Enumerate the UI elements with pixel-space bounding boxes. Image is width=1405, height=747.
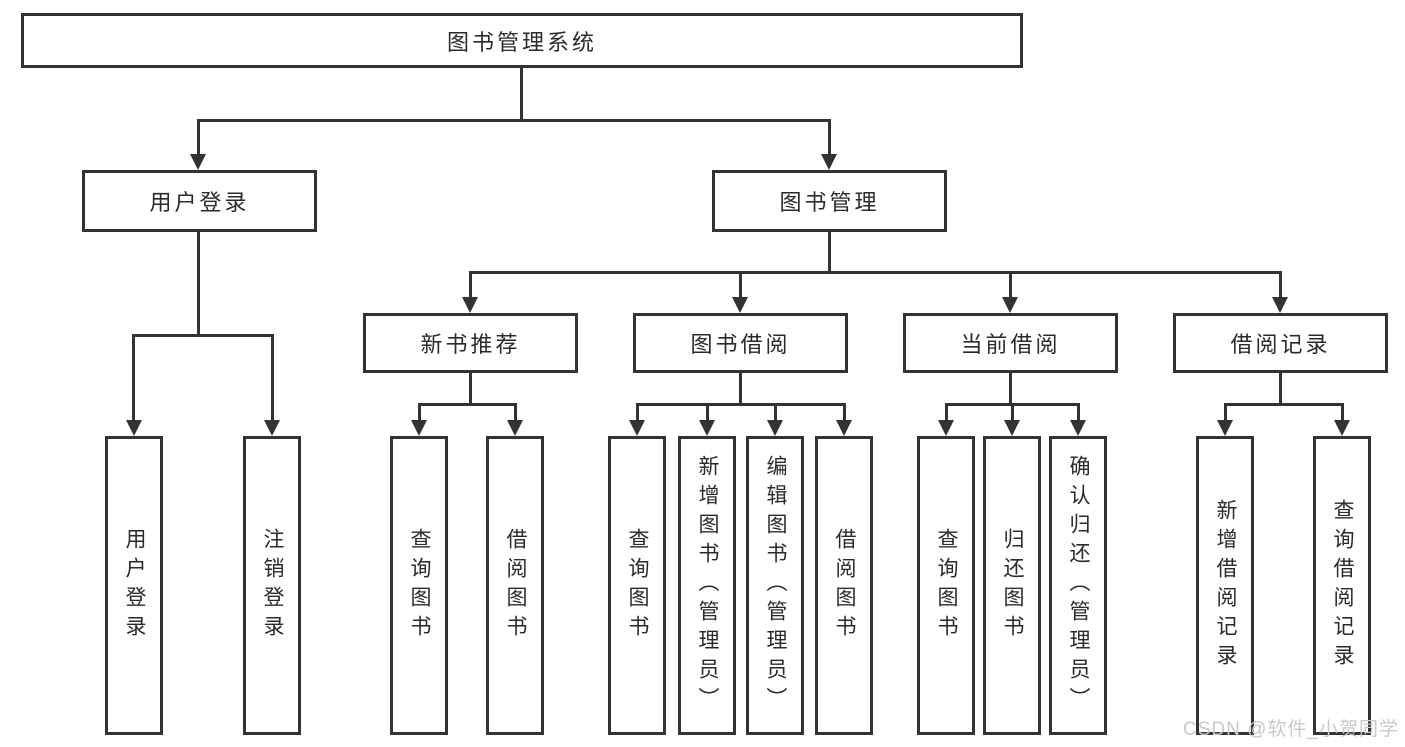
connector-vline (739, 373, 742, 405)
arrow-down-icon (629, 420, 645, 436)
leaf-query-books-current: 查询图书 (917, 436, 975, 735)
connector-hline (1225, 403, 1343, 406)
node-label: 借阅图书 (504, 527, 528, 644)
leaf-add-borrow-record: 新增借阅记录 (1196, 436, 1254, 735)
connector-vline (1279, 373, 1282, 405)
connector-vline (469, 373, 472, 405)
node-library-system: 图书管理系统 (21, 13, 1023, 68)
connector-vline (1011, 403, 1014, 422)
node-label: 注销登录 (261, 527, 285, 644)
connector-vline (132, 334, 135, 422)
connector-vline (1009, 271, 1012, 299)
node-label: 用户登录 (149, 190, 250, 215)
arrow-down-icon (507, 420, 523, 436)
arrow-down-icon (821, 154, 837, 170)
connector-vline (514, 403, 517, 422)
node-borrow-records: 借阅记录 (1173, 313, 1388, 373)
leaf-query-books-borrow: 查询图书 (608, 436, 666, 735)
arrow-down-icon (1070, 420, 1086, 436)
connector-vline (1009, 373, 1012, 405)
connector-hline (470, 271, 1281, 274)
connector-vline (1224, 403, 1227, 422)
arrow-down-icon (836, 420, 852, 436)
node-label: 确认归还（管理员） (1067, 455, 1091, 716)
arrow-down-icon (1334, 420, 1350, 436)
connector-vline (843, 403, 846, 422)
leaf-borrow-books-recommend: 借阅图书 (486, 436, 544, 735)
node-label: 用户登录 (123, 527, 147, 644)
arrow-down-icon (1217, 420, 1233, 436)
watermark: CSDN @软件_小贺同学 (1183, 719, 1399, 740)
arrow-down-icon (699, 420, 715, 436)
connector-vline (418, 403, 421, 422)
leaf-query-books-recommend: 查询图书 (390, 436, 448, 735)
arrow-down-icon (938, 420, 954, 436)
arrow-down-icon (411, 420, 427, 436)
connector-vline (1341, 403, 1344, 422)
node-book-management: 图书管理 (712, 170, 947, 232)
node-label: 新增图书（管理员） (696, 455, 720, 716)
node-label: 新书推荐 (420, 332, 521, 357)
leaf-return-books: 归还图书 (983, 436, 1041, 735)
arrow-down-icon (190, 154, 206, 170)
connector-vline (1077, 403, 1080, 422)
leaf-user-login: 用户登录 (105, 436, 163, 735)
arrow-down-icon (126, 420, 142, 436)
connector-hline (637, 403, 845, 406)
connector-vline (197, 232, 200, 336)
connector-hline (133, 334, 274, 337)
arrow-down-icon (732, 297, 748, 313)
node-label: 图书借阅 (690, 332, 791, 357)
connector-vline (945, 403, 948, 422)
arrow-down-icon (264, 420, 280, 436)
node-label: 新增借阅记录 (1214, 498, 1238, 673)
leaf-confirm-return-admin: 确认归还（管理员） (1049, 436, 1107, 735)
arrow-down-icon (1272, 297, 1288, 313)
node-label: 图书管理系统 (446, 29, 597, 55)
leaf-add-books-admin: 新增图书（管理员） (678, 436, 736, 735)
node-label: 查询图书 (408, 527, 432, 644)
connector-vline (1279, 271, 1282, 299)
node-current-borrow: 当前借阅 (903, 313, 1118, 373)
leaf-borrow-books: 借阅图书 (815, 436, 873, 735)
arrow-down-icon (1002, 297, 1018, 313)
node-user-login: 用户登录 (82, 170, 317, 232)
connector-hline (419, 403, 516, 406)
arrow-down-icon (767, 420, 783, 436)
node-label: 查询图书 (626, 527, 650, 644)
node-label: 查询借阅记录 (1331, 498, 1355, 673)
leaf-edit-books-admin: 编辑图书（管理员） (746, 436, 804, 735)
connector-hline (198, 119, 831, 122)
node-label: 借阅图书 (833, 527, 857, 644)
connector-vline (739, 271, 742, 299)
connector-vline (520, 68, 523, 122)
connector-vline (774, 403, 777, 422)
node-label: 查询图书 (935, 527, 959, 644)
node-new-book-recommend: 新书推荐 (363, 313, 578, 373)
leaf-logout: 注销登录 (243, 436, 301, 735)
arrow-down-icon (462, 297, 478, 313)
connector-vline (828, 119, 831, 156)
connector-vline (197, 119, 200, 156)
connector-vline (469, 271, 472, 299)
connector-vline (636, 403, 639, 422)
node-label: 编辑图书（管理员） (764, 455, 788, 716)
node-book-borrow: 图书借阅 (633, 313, 848, 373)
node-label: 图书管理 (779, 190, 880, 215)
connector-vline (828, 232, 831, 274)
connector-vline (706, 403, 709, 422)
arrow-down-icon (1004, 420, 1020, 436)
leaf-query-borrow-record: 查询借阅记录 (1313, 436, 1371, 735)
node-label: 借阅记录 (1230, 332, 1331, 357)
connector-vline (271, 334, 274, 422)
node-label: 当前借阅 (960, 332, 1061, 357)
node-label: 归还图书 (1001, 527, 1025, 644)
